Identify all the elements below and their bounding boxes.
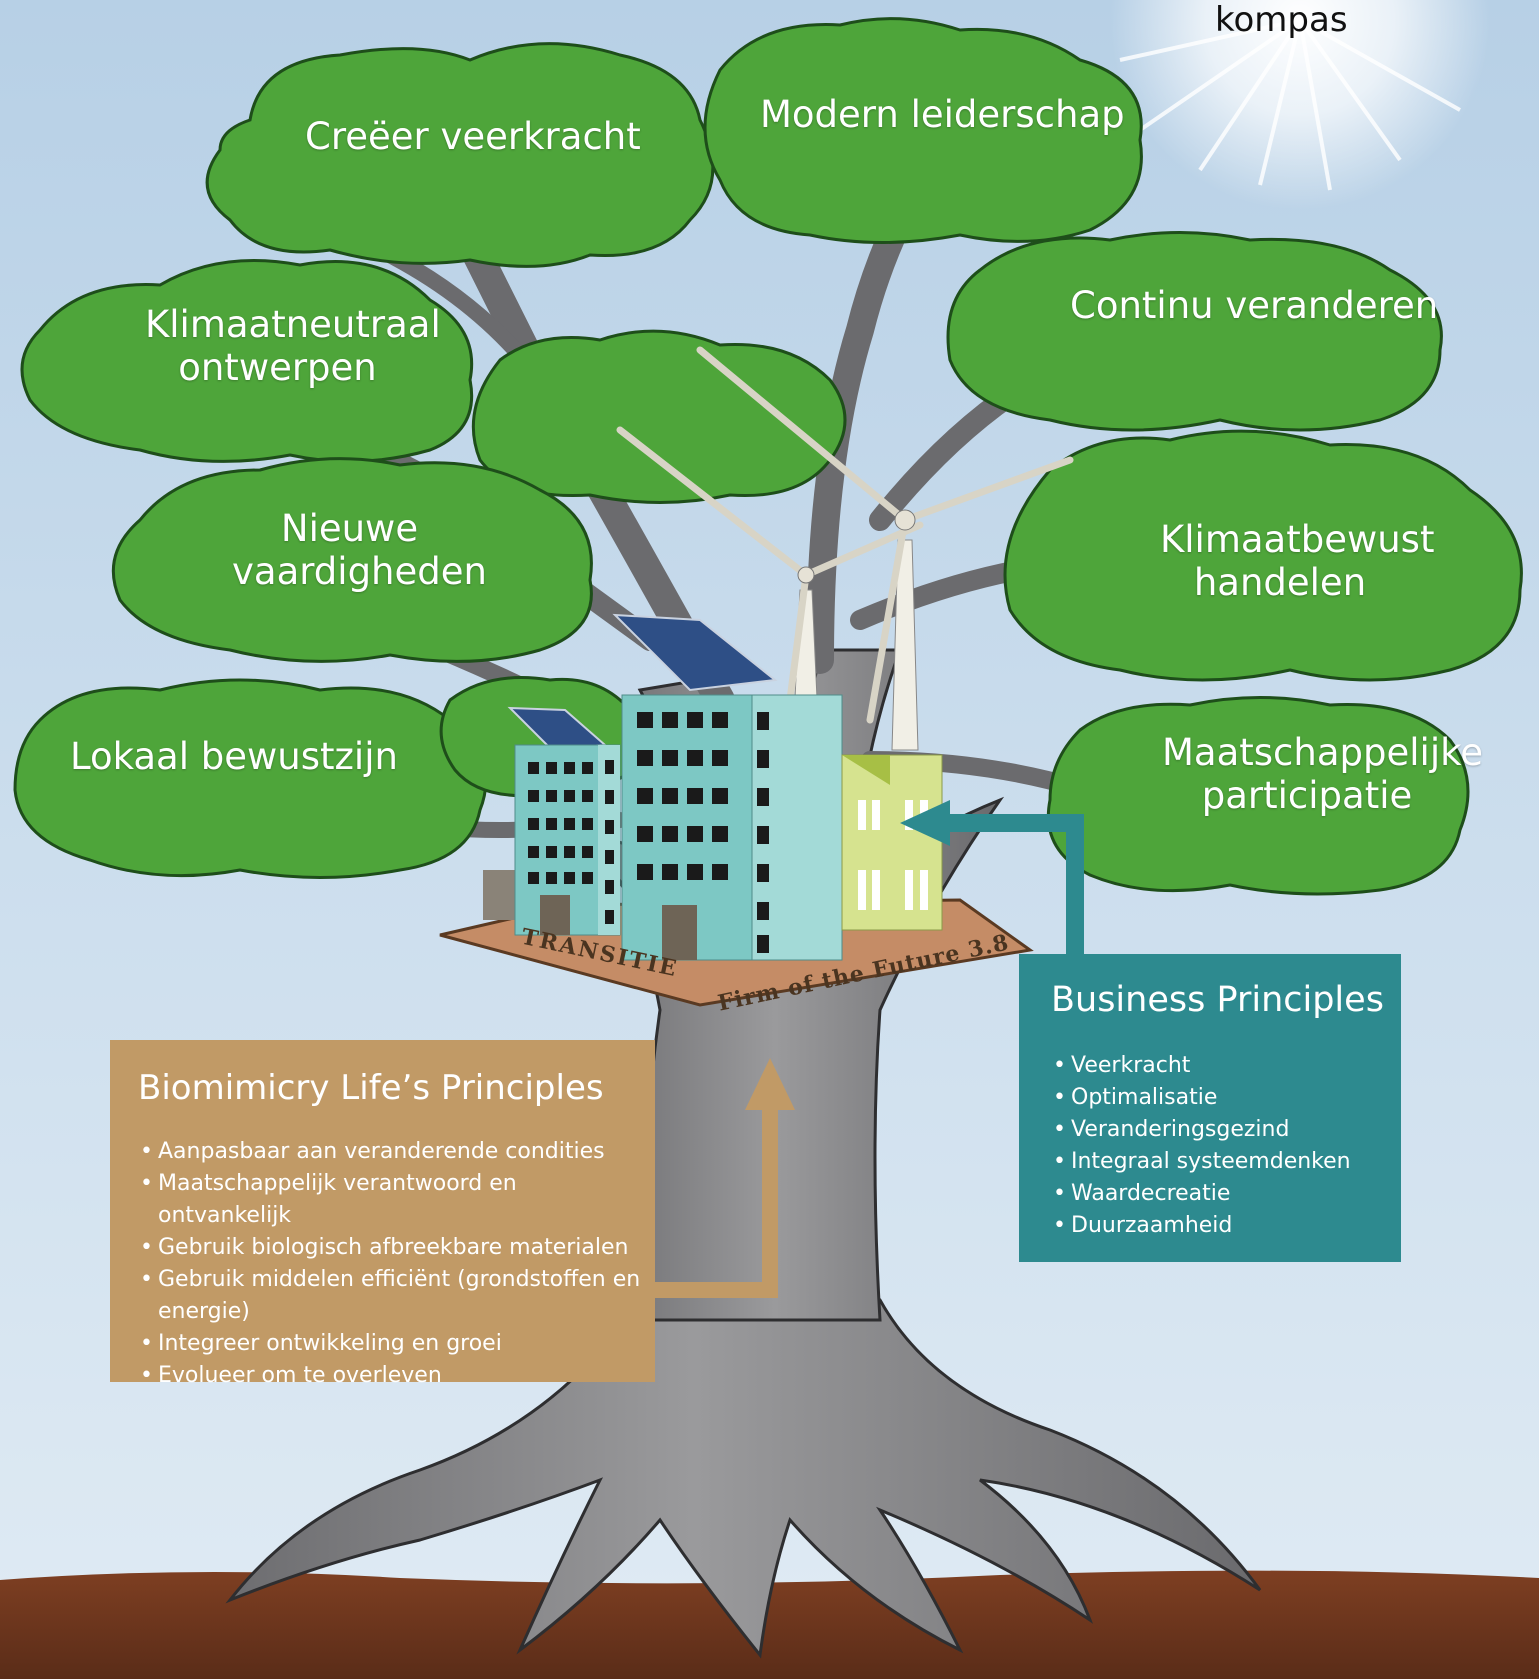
leaf-clump-left [20, 259, 474, 463]
list-item: Optimalisatie [1053, 1082, 1351, 1114]
leaf-clump-center [471, 329, 847, 504]
label-creeer-veerkracht: Creëer veerkracht [305, 115, 641, 158]
leaf-clump-right-upper [946, 231, 1443, 432]
arrow-from-biomimicry-icon [655, 1105, 778, 1298]
biomimicry-title: Biomimicry Life’s Principles [138, 1068, 604, 1108]
label-klimaatbewust-handelen: Klimaatbewust handelen [1160, 518, 1435, 604]
arrow-from-business-icon [940, 814, 1084, 954]
list-item: Aanpasbaar aan veranderende condities [140, 1136, 650, 1168]
leaf-clump-mid-left [111, 457, 593, 663]
list-item: Duurzaamheid [1053, 1210, 1351, 1242]
sun-label: kompas [1215, 0, 1348, 40]
leaf-clump-low-left [13, 678, 488, 879]
business-list: Veerkracht Optimalisatie Veranderingsgez… [1053, 1050, 1351, 1242]
soil-ground [0, 1570, 1539, 1679]
list-item: Waardecreatie [1053, 1178, 1351, 1210]
list-item: Gebruik biologisch afbreekbare materiale… [140, 1232, 650, 1264]
solar-panel-icon [612, 613, 778, 692]
business-principles-box: Business Principles Veerkracht Optimalis… [1019, 954, 1401, 1262]
list-item: Evolueer om te overleven [140, 1360, 650, 1392]
list-item: Veerkracht [1053, 1050, 1351, 1082]
biomimicry-principles-box: Biomimicry Life’s Principles Aanpasbaar … [110, 1040, 655, 1392]
list-item: Gebruik middelen efficiënt (grondstoffen… [140, 1264, 650, 1328]
label-klimaatneutraal-ontwerpen: Klimaatneutraal ontwerpen [145, 303, 441, 389]
sun-icon [1110, 0, 1490, 210]
leaf-clump-top-center [703, 17, 1143, 244]
list-item: Maatschappelijk verantwoord en ontvankel… [140, 1168, 650, 1232]
arrow-head-biomimicry-icon [745, 1058, 795, 1110]
list-item: Veranderingsgezind [1053, 1114, 1351, 1146]
arrow-head-business-icon [900, 800, 950, 846]
tree-roots [225, 1298, 1262, 1659]
leaf-clump-top-left [205, 42, 715, 268]
biomimicry-list: Aanpasbaar aan veranderende condities Ma… [140, 1136, 650, 1392]
wind-turbine-icon [616, 346, 1074, 751]
list-item: Integreer ontwikkeling en groei [140, 1328, 650, 1360]
label-lokaal-bewustzijn: Lokaal bewustzijn [70, 735, 398, 778]
label-maatschappelijke-participatie: Maatschappelijke participatie [1162, 731, 1483, 817]
tree-canopy [13, 17, 1523, 896]
leaf-clump-right-mid [1003, 429, 1523, 682]
business-title: Business Principles [1051, 980, 1384, 1020]
label-nieuwe-vaardigheden: Nieuwe vaardigheden [232, 507, 487, 593]
list-item: Integraal systeemdenken [1053, 1146, 1351, 1178]
label-continu-veranderen: Continu veranderen [1070, 284, 1439, 327]
label-modern-leiderschap: Modern leiderschap [760, 93, 1125, 136]
building-group [483, 613, 943, 961]
